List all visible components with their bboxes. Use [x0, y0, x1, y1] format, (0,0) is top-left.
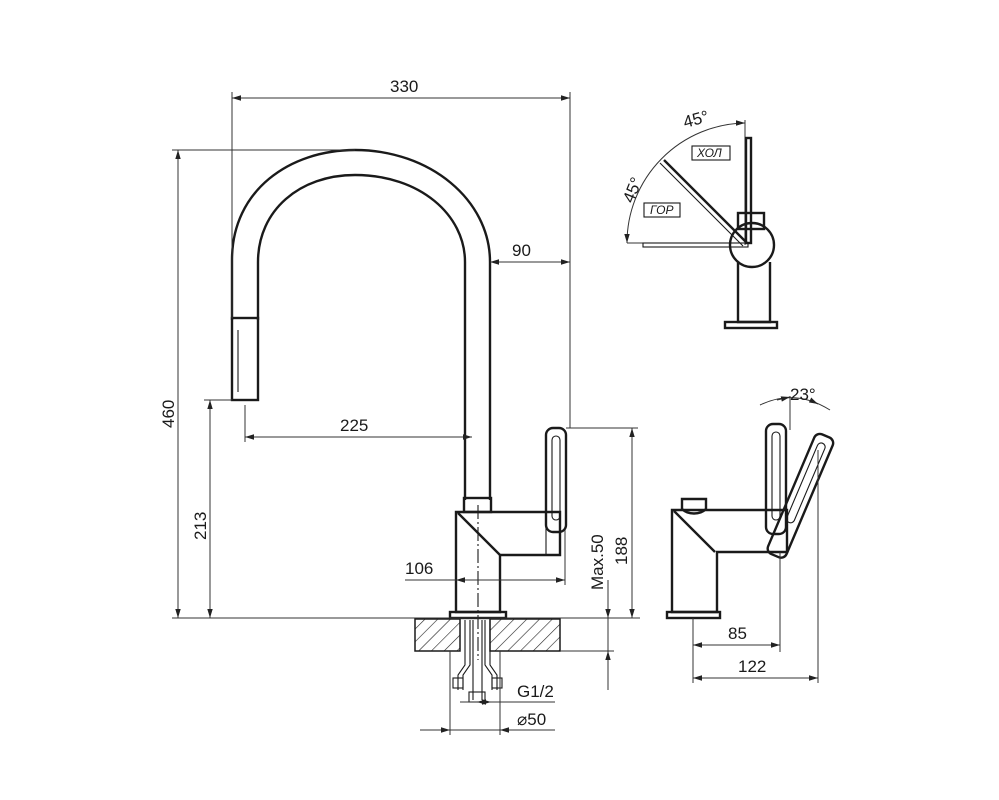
dimensions-front: 330 90 460 213 225 188 Max.50 10	[159, 77, 640, 735]
dim-460: 460	[159, 400, 178, 428]
front-view: 330 90 460 213 225 188 Max.50 10	[159, 77, 640, 735]
angle-cold-45: 45°	[681, 107, 711, 132]
dim-188: 188	[612, 537, 631, 565]
dim-max-50: Max.50	[588, 534, 607, 590]
angle-hot-45: 45°	[619, 175, 646, 206]
dim-330: 330	[390, 77, 418, 96]
dim-122: 122	[738, 657, 766, 676]
top-view-handle-rotation: 45° 45° ХОЛ ГОР	[619, 107, 779, 330]
angle-23: 23°	[790, 385, 816, 404]
spout	[230, 148, 493, 514]
label-hot: ГОР	[650, 203, 673, 217]
dim-diameter-50: ⌀50	[517, 710, 546, 729]
label-cold: ХОЛ	[696, 146, 723, 160]
dim-90: 90	[512, 241, 531, 260]
dim-106: 106	[405, 559, 433, 578]
side-view: 23° 85 122	[665, 385, 835, 683]
dim-213: 213	[191, 512, 210, 540]
supply-hoses	[452, 620, 503, 703]
dim-225: 225	[340, 416, 368, 435]
lever	[544, 426, 568, 534]
pull-out-head	[230, 316, 260, 402]
dim-g1-2: G1/2	[517, 682, 554, 701]
dim-85: 85	[728, 624, 747, 643]
countertop	[414, 618, 561, 652]
